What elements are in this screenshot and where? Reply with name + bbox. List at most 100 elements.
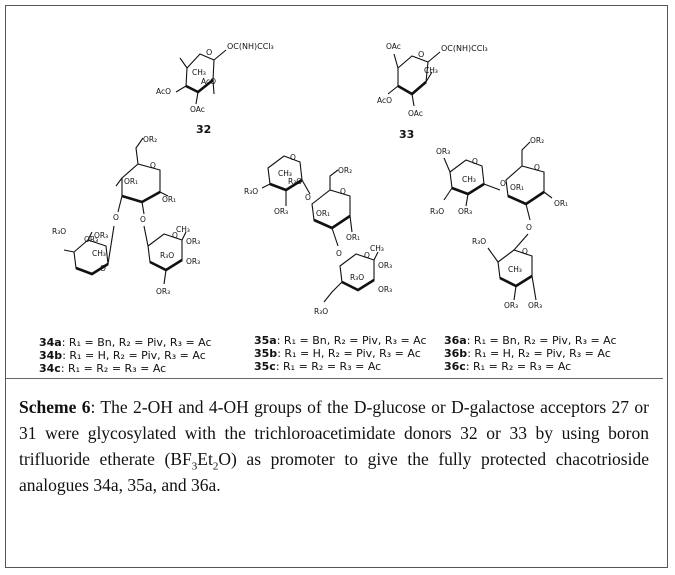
legend-definition: : R₁ = Bn, R₂ = Piv, R₃ = Ac [276, 334, 427, 347]
compound-32-ring-oxygen: O [206, 48, 212, 57]
compound-32-number: 32 [196, 123, 211, 136]
legend-definition: : R₁ = R₂ = R₃ = Ac [60, 362, 167, 375]
compound-id: 34b [39, 349, 63, 362]
compound-35-bot-or3a-label: OR₃ [378, 261, 392, 270]
caption-text-after: O) as promoter to give the fully protect… [19, 449, 649, 495]
compound-32-anomeric-label: OC(NH)CCl₃ [227, 42, 274, 51]
compound-id: 34c [39, 362, 61, 375]
compound-35-link-oxygen-2: O [336, 249, 342, 258]
legend-row: 36c: R₁ = R₂ = R₃ = Ac [444, 360, 617, 373]
compound-35-link-oxygen-1: O [305, 193, 311, 202]
scheme-caption: Scheme 6: The 2-OH and 4-OH groups of th… [19, 394, 649, 498]
compound-34-rha1-r3o-label: R₃O [52, 227, 66, 236]
compound-32-oac-2-label: OAc [190, 105, 205, 114]
compound-id: 35a [254, 334, 277, 347]
compound-36-top-r3o-label: R₃O [430, 207, 444, 216]
compound-35-or1b-label: OR₁ [346, 233, 360, 242]
legend-row: 34a: R₁ = Bn, R₂ = Piv, R₃ = Ac [39, 336, 212, 349]
legend-row: 36b: R₁ = H, R₂ = Piv, R₃ = Ac [444, 347, 617, 360]
compound-36-or1b-label: OR₁ [554, 199, 568, 208]
caption-sub-1: 3 [191, 460, 198, 473]
compound-35-bot-ch3-label: CH₃ [370, 244, 384, 253]
compound-34-rha1-or3b-label: OR₃ [94, 231, 108, 240]
caption-text-before: : The 2-OH and 4-OH groups of the D-gluc… [19, 397, 649, 469]
compound-id: 35c [254, 360, 276, 373]
compound-33-oac-2-label: OAc [408, 109, 423, 118]
compound-id: 34a [39, 336, 62, 349]
compound-36-or2-label: OR₂ [530, 136, 544, 145]
compound-34-rha1-or3a-label: OR₃ [84, 235, 98, 244]
compound-34-rha2-or3b-label: OR₃ [186, 257, 200, 266]
compound-35-legend: 35a: R₁ = Bn, R₂ = Piv, R₃ = Ac 35b: R₁ … [254, 334, 427, 373]
compound-35-structure: O CH₃ R₃O R₃O OR₃ O OR₂ O OR₁ OR₁ O CH₃ … [244, 153, 392, 316]
compound-34-glc-ring-oxygen: O [150, 161, 156, 170]
compound-35-or1a-label: OR₁ [316, 209, 330, 218]
compound-36-top-ring-oxygen: O [472, 157, 478, 166]
legend-row: 34b: R₁ = H, R₂ = Piv, R₃ = Ac [39, 349, 212, 362]
compound-36-top-or3b-label: OR₃ [458, 207, 472, 216]
compound-35-top-r3o-label: R₃O [288, 177, 302, 186]
compound-33-number: 33 [399, 128, 414, 141]
caption-sub-2: 2 [212, 460, 219, 473]
compound-36-link-oxygen-2: O [526, 223, 532, 232]
legend-definition: : R₁ = R₂ = R₃ = Ac [465, 360, 572, 373]
compound-34-rha2-ch3-label: CH₃ [176, 225, 190, 234]
compound-36-structure: OR₃ O CH₃ R₃O OR₃ O OR₂ O OR₁ OR₁ O R₃O … [430, 136, 568, 310]
compound-35-top-ch3-label: CH₃ [278, 169, 292, 178]
compound-36-legend: 36a: R₁ = Bn, R₂ = Piv, R₃ = Ac 36b: R₁ … [444, 334, 617, 373]
compound-33-oac-4-label: OAc [386, 42, 401, 51]
compound-35-or2-label: OR₂ [338, 166, 352, 175]
compound-34-or2-label: OR₂ [143, 135, 157, 144]
compound-33-aco-3-label: AcO [377, 96, 392, 105]
chemical-scheme: O OC(NH)CCl₃ CH₃ AcO AcO OAc 32 O OAc OC… [52, 42, 568, 316]
legend-definition: : R₁ = R₂ = R₃ = Ac [275, 360, 382, 373]
compound-34-structure: OR₂ O OR₁ OR₁ O O OR₃ R₃O OR₃ CH₃ O CH₃ … [52, 135, 200, 296]
legend-definition: : R₁ = H, R₂ = Piv, R₃ = Ac [62, 349, 206, 362]
compound-34-link-oxygen-2: O [140, 215, 146, 224]
legend-definition: : R₁ = H, R₂ = Piv, R₃ = Ac [467, 347, 611, 360]
compound-36-bot-ch3-label: CH₃ [508, 265, 522, 274]
compound-35-bot-or3b-label: OR₃ [378, 285, 392, 294]
legend-row: 35b: R₁ = H, R₂ = Piv, R₃ = Ac [254, 347, 427, 360]
caption-label: Scheme 6 [19, 397, 91, 417]
caption-text-mid: Et [197, 449, 213, 469]
compound-36-or1a-label: OR₁ [510, 183, 524, 192]
compound-35-bot-ring-oxygen: O [364, 251, 370, 260]
compound-36-bot-or3a-label: OR₃ [504, 301, 518, 310]
compound-33-ring-oxygen: O [418, 50, 424, 59]
compound-36-top-or3a-label: OR₃ [436, 147, 450, 156]
compound-id: 35b [254, 347, 278, 360]
compound-34-rha1-ch3-label: CH₃ [92, 249, 106, 258]
compound-id: 36c [444, 360, 466, 373]
compound-34-rha2-or3a-label: OR₃ [186, 237, 200, 246]
legend-row: 35c: R₁ = R₂ = R₃ = Ac [254, 360, 427, 373]
compound-32-aco-4-label: AcO [201, 77, 216, 86]
compound-36-link-oxygen-1: O [500, 179, 506, 188]
compound-id: 36b [444, 347, 468, 360]
legend-row: 36a: R₁ = Bn, R₂ = Piv, R₃ = Ac [444, 334, 617, 347]
compound-id: 36a [444, 334, 467, 347]
compound-35-bot-r3o-2-label: R₃O [314, 307, 328, 316]
compound-32-structure: O OC(NH)CCl₃ CH₃ AcO AcO OAc 32 [156, 42, 274, 136]
compound-33-ch3-label: CH₃ [424, 66, 438, 75]
legend-definition: : R₁ = Bn, R₂ = Piv, R₃ = Ac [466, 334, 617, 347]
legend-row: 35a: R₁ = Bn, R₂ = Piv, R₃ = Ac [254, 334, 427, 347]
scheme-figure-frame [5, 5, 668, 568]
compound-33-anomeric-label: OC(NH)CCl₃ [441, 44, 488, 53]
legend-row: 34c: R₁ = R₂ = R₃ = Ac [39, 362, 212, 375]
compound-36-bot-r3o-label: R₃O [472, 237, 486, 246]
compound-35-bot-r3o-label: R₃O [350, 273, 364, 282]
compound-35-top-r3o-2-label: R₃O [244, 187, 258, 196]
compound-36-bot-ring-oxygen: O [522, 247, 528, 256]
compound-34-rha1-ring-oxygen: O [100, 264, 106, 273]
compound-34-rha2-ring-oxygen: O [172, 231, 178, 240]
compound-35-top-ring-oxygen: O [290, 153, 296, 162]
compound-34-rha2-or3c-label: OR₃ [156, 287, 170, 296]
compound-35-glc-ring-oxygen: O [340, 187, 346, 196]
compound-32-ch3-label: CH₃ [192, 68, 206, 77]
compound-33-structure: O OAc OC(NH)CCl₃ CH₃ AcO OAc 33 [377, 42, 488, 141]
compound-35-top-or3-label: OR₃ [274, 207, 288, 216]
compound-34-or1b-label: OR₁ [162, 195, 176, 204]
caption-divider [6, 378, 663, 379]
compound-32-aco-3-label: AcO [156, 87, 171, 96]
